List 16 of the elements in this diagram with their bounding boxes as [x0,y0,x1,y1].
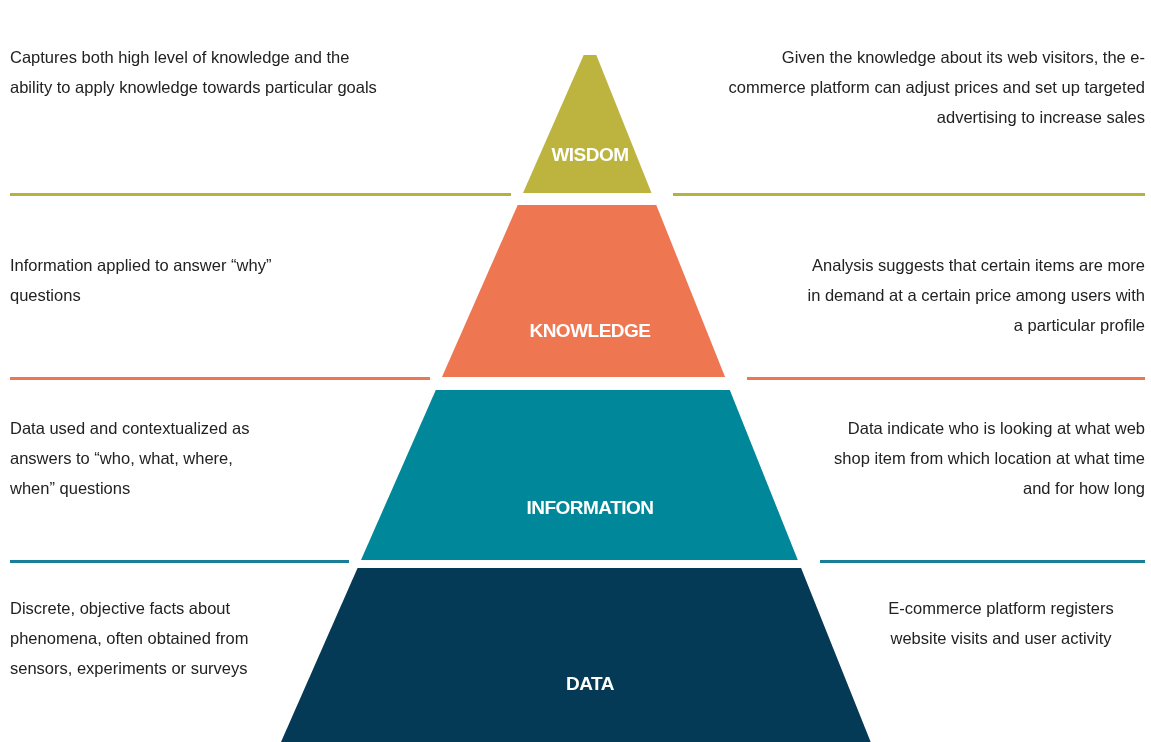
description-text: Analysis suggests that certain items are more in demand at a certain price among users with a particular profile [806,255,1145,336]
description-text: Information applied to answer “why” questions [10,255,273,306]
layer-title: WISDOM [551,144,629,166]
pyramid-layer [441,205,725,377]
description-text: Discrete, objective facts about phenomena, often obtained from sensors, experiments or surveys [10,598,250,679]
pyramid-layer [361,390,798,560]
description-text: Given the knowledge about its web visitors, the e-commerce platform can adjust prices and set up targeted advertising to increase sales [727,47,1145,128]
pyramid-layer [281,568,871,742]
layer-title: DATA [566,673,614,695]
description-text: Data used and contextualized as answers to “who, what, where, when” questions [10,418,251,499]
description-text: Data indicate who is looking at what web shop item from which location at what time and for how long [833,418,1145,499]
layer-title: INFORMATION [526,497,654,519]
pyramid-layer [522,55,652,193]
description-text: E-commerce platform registers website visits and user activity [887,598,1115,649]
layer-title: KNOWLEDGE [529,320,651,342]
description-text: Captures both high level of knowledge and the ability to apply knowledge towards particular goals [10,47,378,98]
